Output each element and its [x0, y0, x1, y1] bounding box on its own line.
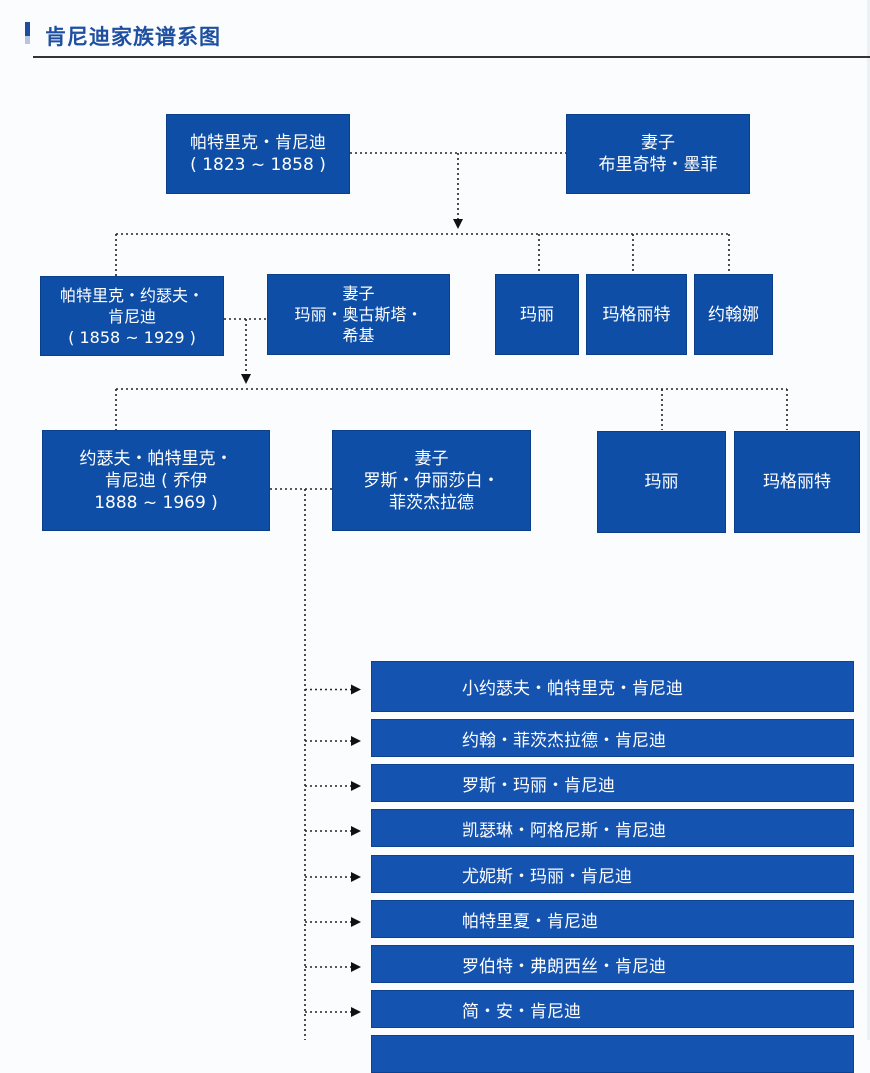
child-name: 小约瑟夫・帕特里克・肯尼迪 — [462, 679, 683, 699]
spouse-mary-augusta-hickey: 妻子 玛丽・奥古斯塔・ 希基 — [267, 274, 450, 355]
child-name: 简・安・肯尼迪 — [462, 1001, 581, 1022]
child-name: 罗伯特・弗朗西丝・肯尼迪 — [462, 956, 666, 977]
child-row: 小约瑟夫・帕特里克・肯尼迪 — [371, 661, 854, 712]
sibling-margaret: 玛格丽特 — [586, 274, 687, 355]
child-row: 帕特里夏・肯尼迪 — [371, 900, 854, 938]
person-joseph-patrick-kennedy: 约瑟夫・帕特里克・ 肯尼迪 ( 乔伊 1888 ~ 1969 ) — [42, 430, 270, 531]
sibling-mary-gen3: 玛丽 — [597, 431, 726, 533]
child-row: 约翰・菲茨杰拉德・肯尼迪 — [371, 719, 854, 757]
child-row — [371, 1035, 854, 1073]
sibling-margaret-gen3: 玛格丽特 — [734, 431, 860, 533]
sibling-mary: 玛丽 — [495, 274, 579, 355]
spouse-name-line2: 希基 — [342, 326, 375, 345]
connector-lines — [115, 152, 788, 1040]
spouse-label: 妻子 — [641, 133, 675, 153]
spouse-name-line1: 玛丽・奥古斯塔・ — [294, 305, 423, 324]
person-name: 帕特里克・肯尼迪 — [190, 133, 326, 153]
person-name-line1: 帕特里克・约瑟夫・ — [59, 285, 204, 305]
person-patrick-kennedy: 帕特里克・肯尼迪 ( 1823 ~ 1858 ) — [166, 114, 350, 194]
child-name: 约翰・菲茨杰拉德・肯尼迪 — [462, 730, 666, 751]
page-title: 肯尼迪家族谱系图 — [45, 25, 221, 49]
child-row: 尤妮斯・玛丽・肯尼迪 — [371, 855, 854, 893]
spouse-name: 布里奇特・墨菲 — [598, 155, 718, 175]
child-row: 简・安・肯尼迪 — [371, 990, 854, 1028]
page-edge — [867, 0, 870, 1040]
child-row: 罗伯特・弗朗西丝・肯尼迪 — [371, 945, 854, 983]
sibling-name: 玛丽 — [520, 304, 554, 325]
person-patrick-joseph-kennedy: 帕特里克・约瑟夫・ 肯尼迪 ( 1858 ~ 1929 ) — [40, 276, 224, 356]
child-name: 凯瑟琳・阿格尼斯・肯尼迪 — [462, 820, 666, 841]
sibling-name: 玛丽 — [644, 472, 679, 492]
person-name-line2: 肯尼迪 ( 乔伊 — [104, 470, 208, 491]
person-years: ( 1823 ~ 1858 ) — [190, 155, 326, 175]
spouse-bridget-murphy: 妻子 布里奇特・墨菲 — [566, 114, 750, 194]
child-row: 凯瑟琳・阿格尼斯・肯尼迪 — [371, 809, 854, 847]
child-row: 罗斯・玛丽・肯尼迪 — [371, 764, 854, 802]
spouse-label: 妻子 — [342, 284, 375, 303]
person-years: ( 1858 ~ 1929 ) — [68, 327, 196, 347]
spouse-rose-elizabeth-fitzgerald: 妻子 罗斯・伊丽莎白・ 菲茨杰拉德 — [332, 430, 531, 531]
child-name: 尤妮斯・玛丽・肯尼迪 — [462, 866, 632, 887]
person-years: 1888 ~ 1969 ) — [94, 492, 218, 513]
child-name: 罗斯・玛丽・肯尼迪 — [462, 775, 615, 796]
person-name-line2: 肯尼迪 — [107, 306, 156, 326]
sibling-johanna: 约翰娜 — [694, 274, 773, 355]
spouse-label: 妻子 — [414, 448, 449, 469]
sibling-name: 约翰娜 — [708, 304, 759, 325]
person-name-line1: 约瑟夫・帕特里克・ — [79, 448, 233, 469]
title-divider — [33, 56, 870, 58]
spouse-name-line2: 菲茨杰拉德 — [389, 492, 474, 513]
child-name: 帕特里夏・肯尼迪 — [462, 911, 598, 932]
spouse-name-line1: 罗斯・伊丽莎白・ — [363, 470, 500, 491]
sibling-name: 玛格丽特 — [602, 304, 671, 325]
title-accent-bar — [25, 22, 30, 44]
sibling-name: 玛格丽特 — [763, 472, 831, 492]
